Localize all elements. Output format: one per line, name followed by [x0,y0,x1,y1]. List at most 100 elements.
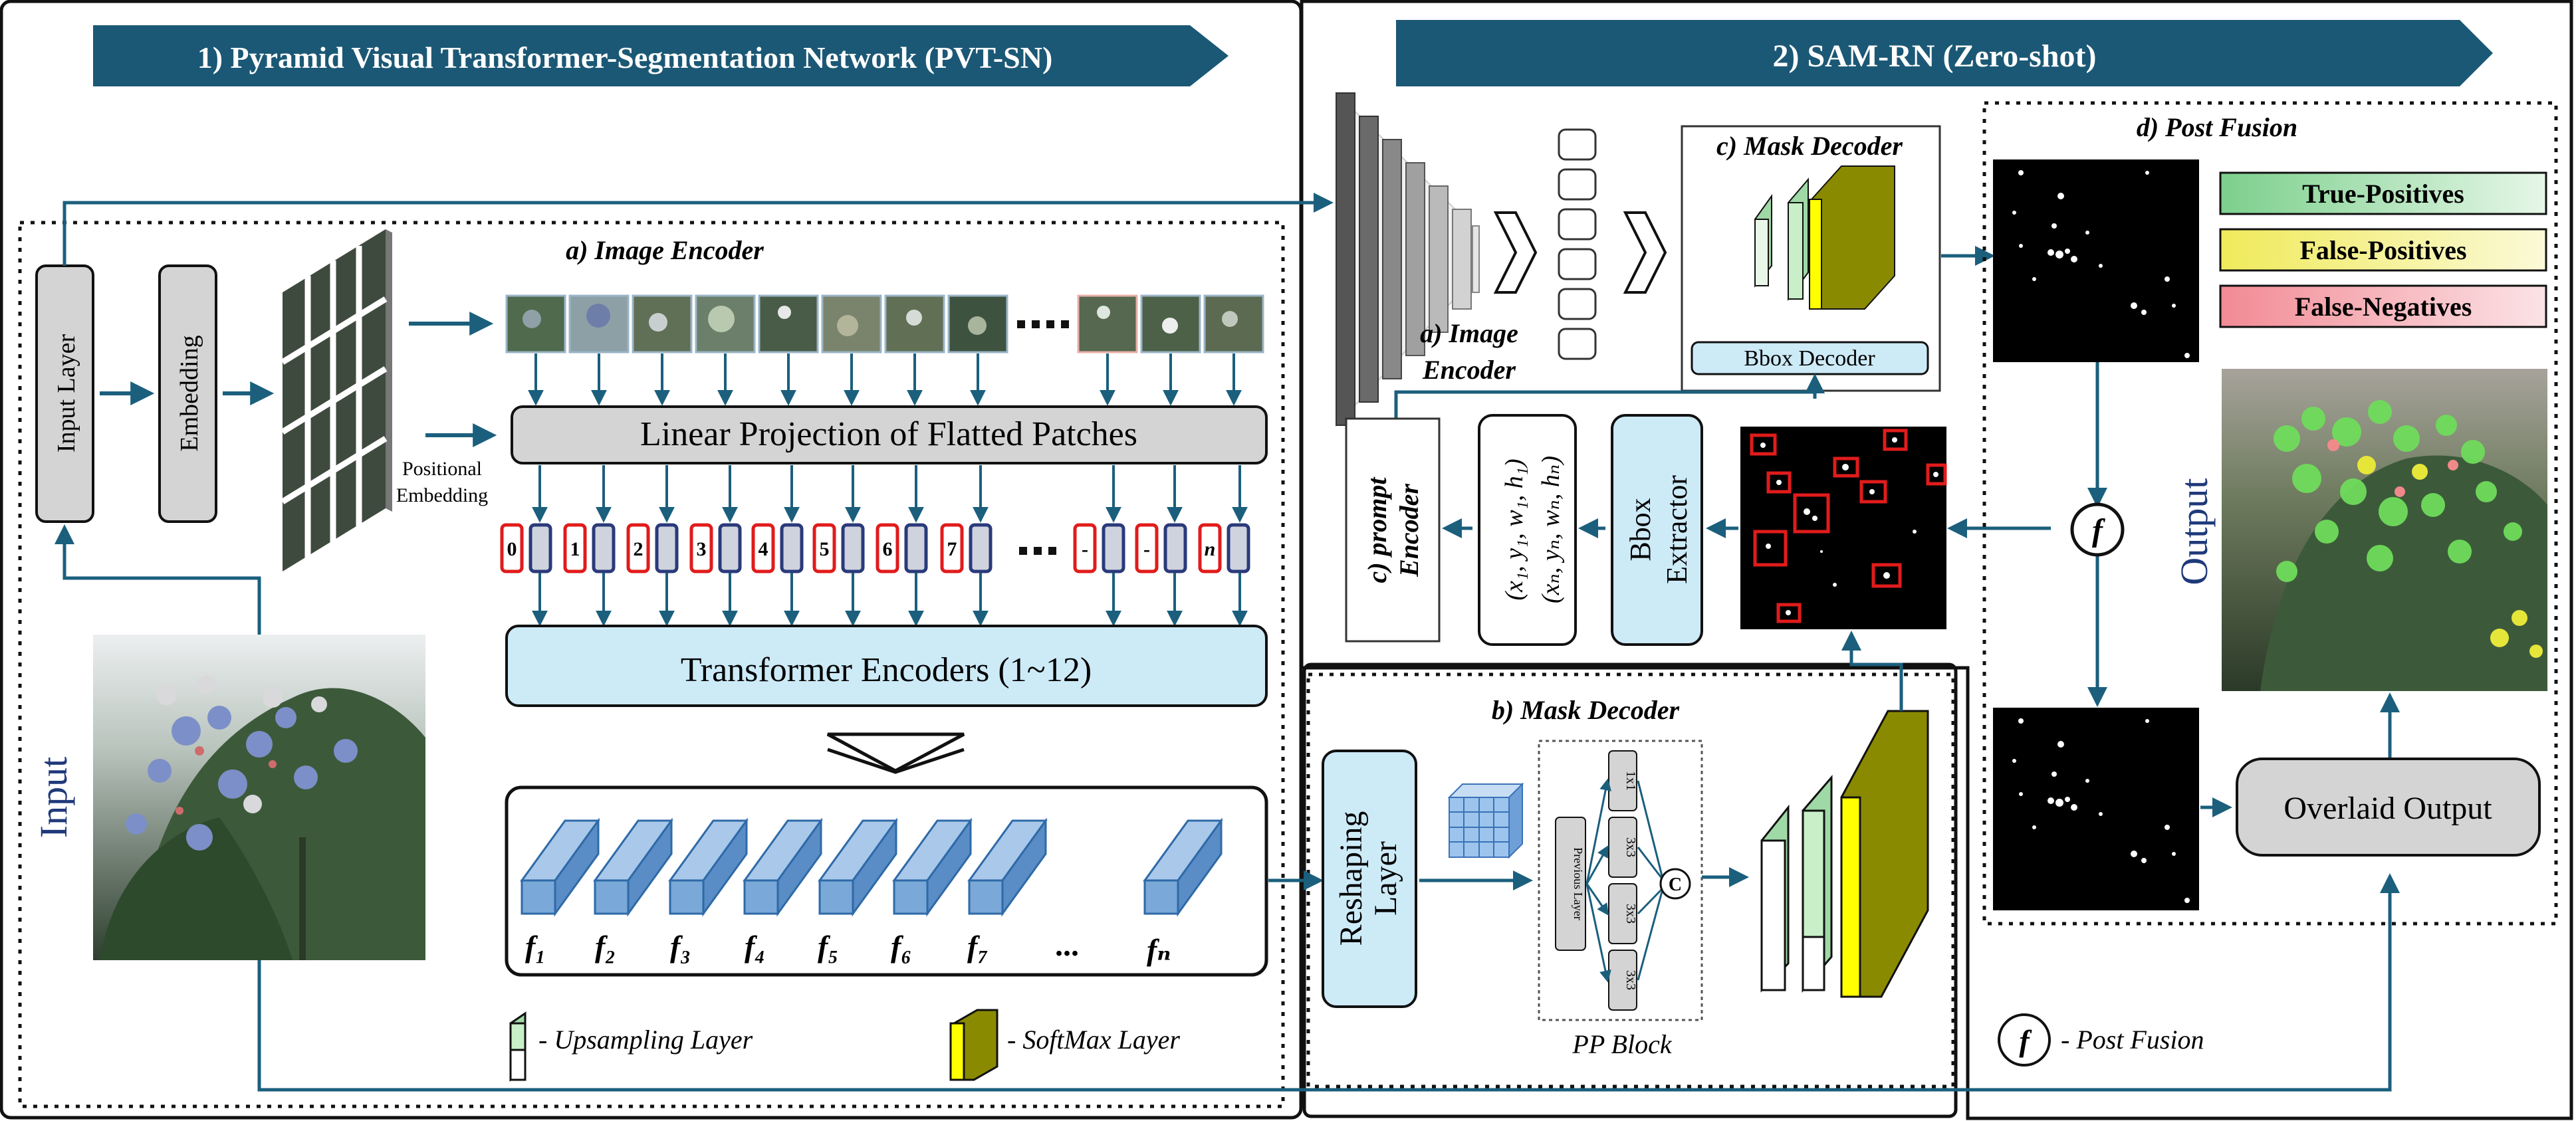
token-pair-1: 1 [563,523,616,573]
previous-layer-label: Previous Layer [1572,847,1585,920]
upsampling-legend-label: - Upsampling Layer [538,1025,753,1055]
feature-label: f₇ [967,930,988,964]
sam-image-encoder-pyramid [1336,91,1480,427]
embedding-label: Embedding [176,335,203,451]
linear-projection-box [511,405,1268,464]
reshaping-layer-box [1322,750,1417,1008]
concat-node [1659,868,1691,900]
overlaid-output-label: Overlaid Output [2283,791,2492,826]
transformer-encoders-box [505,625,1268,707]
pp-block-frame [1538,740,1703,1021]
token-pair-5: 5 [812,523,865,573]
sam-mask-output-image [1993,159,2199,362]
mask-decoder-layer-stack [1760,710,1929,998]
input-side-label: Input [32,757,75,838]
previous-layer-box [1555,817,1586,951]
reshaped-tensor-cube [1447,782,1524,859]
token-label: - [1082,538,1088,560]
token-to-transformer-arrows [532,573,1248,627]
pvt-mask-output-image [1993,708,2199,910]
sam-image-encoder-label-2: Encoder [1422,355,1516,385]
token-pair-n: n [1198,523,1250,573]
concat-label: C [1669,874,1682,895]
sam-chevrons [1493,211,1667,294]
token-pair-6: 6 [876,523,928,573]
embedding-box [158,264,217,523]
bbox-extractor-label-2: Extractor [1661,475,1693,584]
feature-label: f₄ [745,930,765,964]
token-pair-7: 7 [940,523,993,573]
linear-projection-label: Linear Projection of Flatted Patches [640,415,1137,453]
feature-label: f₂ [595,930,616,964]
coords-line-1: (x₁, y₁, w₁, h₁) [1500,459,1528,600]
post-fusion-dotted-region [1982,101,2558,926]
sam-mask-decoder-layers [1754,165,1895,310]
token-pair-4: 4 [751,523,804,573]
fusion-symbol: f [2092,513,2105,548]
token-pair-0: 0 [500,523,552,573]
sam-rn-frame [1300,0,2573,1120]
conv-label: 3x3 [1623,904,1638,924]
pvt-sn-banner [93,25,1229,86]
transformer-encoders-label: Transformer Encoders (1~12) [681,651,1092,689]
token-label: 0 [507,538,517,560]
image-patches-row [505,294,1264,354]
token-label: 7 [947,538,957,560]
false-positives-label: False-Positives [2299,235,2466,265]
arrow-encoder-to-bbox-decoder [1394,373,1825,429]
feature-label: f₃ [670,930,691,964]
projection-to-token-arrows [532,465,1248,523]
input-layer-label: Input Layer [53,334,80,453]
feature-labels: f₁ f₂ f₃ f₄ f₅ f₆ f₇ fₙ [525,930,1171,967]
overlaid-output-box [2236,758,2541,857]
token-label: n [1205,538,1216,560]
sam-mask-decoder-title: c) Mask Decoder [1716,131,1903,161]
arrow-stack-to-bbox-image [1841,631,1903,711]
token-label: 5 [820,538,830,560]
patch-to-projection-arrows [528,354,1242,406]
mask-decoder-frame [1302,662,1958,1118]
reshaping-label-1: Reshaping [1334,811,1369,946]
positional-embedding-label-1: Positional [402,458,482,480]
reshaping-label-2: Layer [1368,841,1403,916]
post-fusion-legend-symbol: f [2019,1024,2032,1058]
output-side-label: Output [2172,478,2216,585]
coords-line-2: (xₙ, yₙ, wₙ, hₙ) [1537,456,1565,603]
positional-embedding-label-2: Embedding [396,484,488,506]
bbox-extractor-label-1: Bbox [1624,498,1657,561]
softmax-legend-icon [949,1009,998,1081]
arrow-input-to-overlaid-output [257,873,2400,1092]
token-pair-2: 2 [626,523,679,573]
bbox-coordinates-box [1478,414,1577,646]
token-label: 2 [634,538,644,560]
patched-image-grid [281,229,392,571]
feature-maps-box [505,785,1268,977]
mask-decoder-b-title: b) Mask Decoder [1492,695,1680,725]
sam-token-column [1558,128,1597,360]
token-pair-3: 3 [689,523,742,573]
sam-image-encoder-label-1: a) Image [1420,318,1518,348]
prompt-encoder-label-1: c) prompt [1362,476,1392,583]
feature-label: f₁ [525,930,546,964]
bbox-extractor-box [1611,414,1703,646]
conv-label: 1x1 [1623,771,1638,791]
pp-conv-blocks: 1x1 3x3 3x3 3x3 [1608,750,1638,1011]
prompt-encoder-box [1345,417,1441,643]
image-encoder-title: a) Image Encoder [566,235,764,265]
arrow-input-to-sam [62,193,1334,266]
feature-label: fₙ [1147,933,1171,967]
false-negatives-label: False-Negatives [2295,292,2472,322]
down-chevron [826,732,965,773]
feature-ellipsis: ... [1055,928,1079,963]
true-positives-badge [2219,171,2547,215]
feature-label: f₆ [891,930,911,964]
bbox-decoder-label: Bbox Decoder [1744,346,1875,371]
feature-blocks [520,817,1223,917]
softmax-legend-label: - SoftMax Layer [1007,1025,1180,1055]
arrow-image-to-input-layer [55,524,261,635]
pp-block-label: PP Block [1572,1029,1672,1059]
token-label: 3 [697,538,707,560]
overlaid-output-image [2222,369,2547,691]
pvt-sn-dotted-region [18,221,1285,1108]
